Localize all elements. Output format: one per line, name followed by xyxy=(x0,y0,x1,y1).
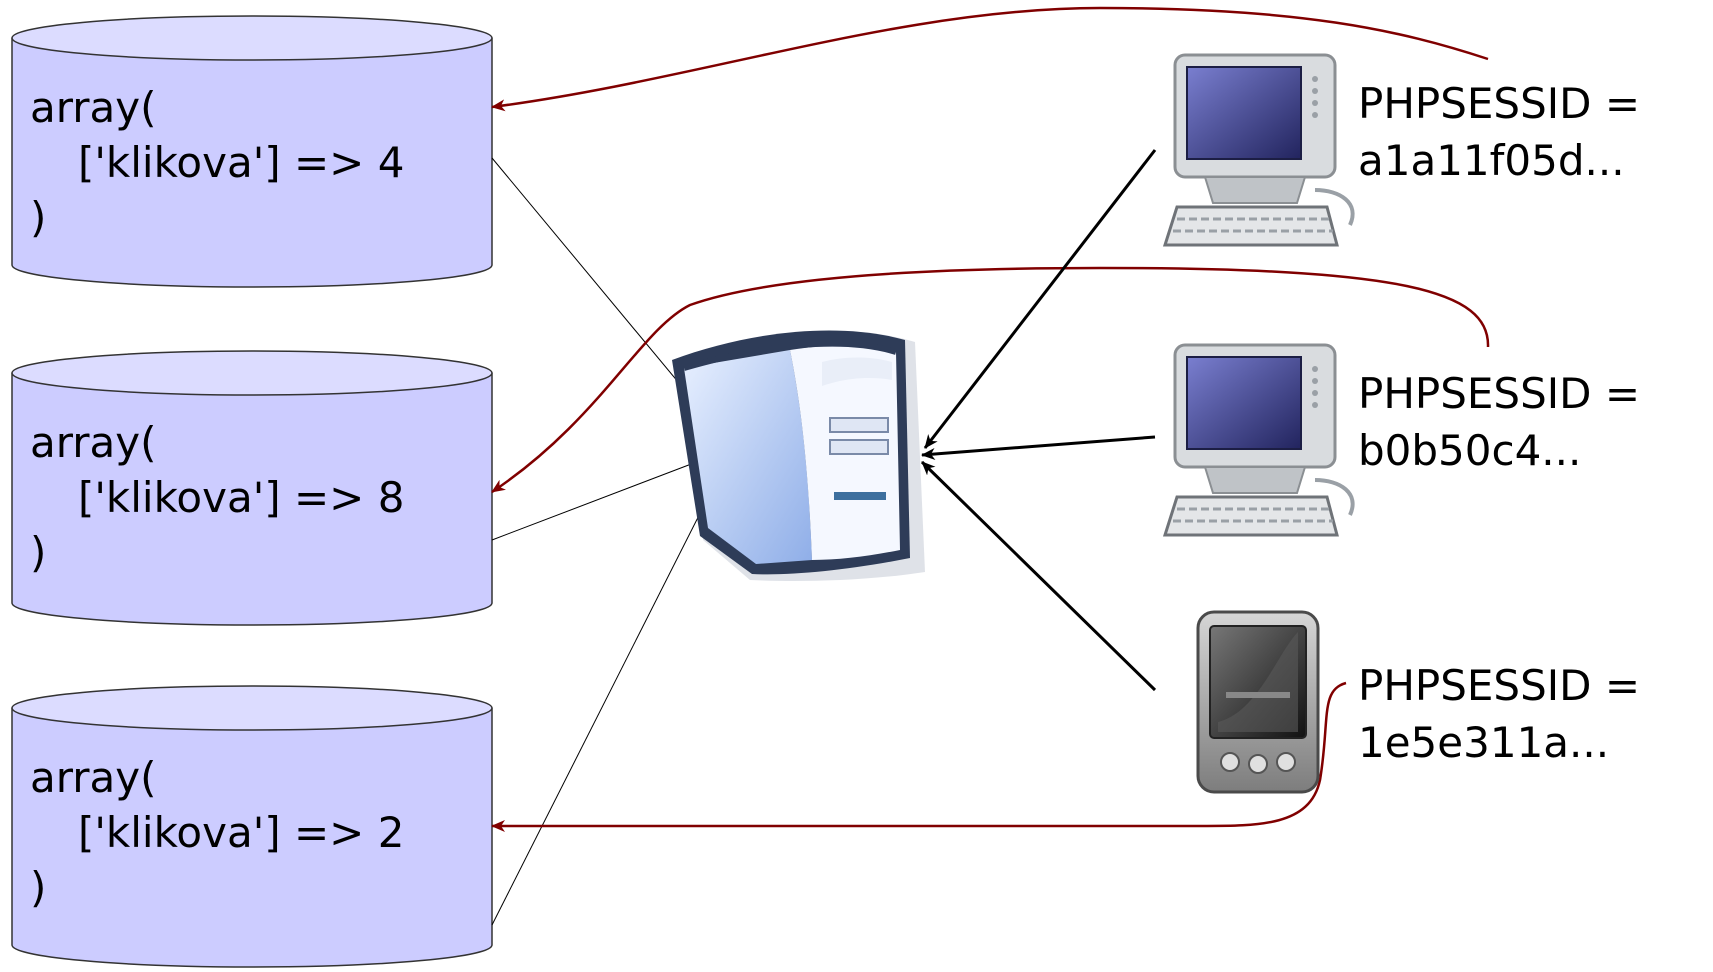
session-store-2: array( ['klikova'] => 8 ) xyxy=(11,350,493,626)
session-link-2 xyxy=(491,266,1490,494)
store-2-line-3: ) xyxy=(30,528,46,577)
pda-icon xyxy=(1196,610,1320,794)
store-1-line-3: ) xyxy=(30,193,46,242)
client-3-label-line-2: 1e5e311a... xyxy=(1358,718,1609,767)
session-link-1 xyxy=(491,6,1489,112)
server-icon xyxy=(672,330,925,582)
store-3-line-2: ['klikova'] => 2 xyxy=(78,808,404,857)
client-1-label-line-2: a1a11f05d... xyxy=(1358,136,1625,185)
store-1-line-2: ['klikova'] => 4 xyxy=(78,138,404,187)
session-link-3 xyxy=(491,681,1347,832)
store-2-line-1: array( xyxy=(30,418,157,467)
store-2-connector xyxy=(491,449,729,541)
request-arrow-1 xyxy=(923,149,1157,449)
store-3-connector xyxy=(491,457,729,926)
session-store-1: array( ['klikova'] => 4 ) xyxy=(11,15,493,288)
client-2-label-line-1: PHPSESSID = xyxy=(1358,369,1640,418)
store-3-line-3: ) xyxy=(30,863,46,912)
client-2-label-line-2: b0b50c4... xyxy=(1358,426,1581,475)
store-2-line-2: ['klikova'] => 8 xyxy=(78,473,404,522)
computer-icon xyxy=(1162,53,1355,247)
client-3-label-line-1: PHPSESSID = xyxy=(1358,661,1640,710)
computer-icon xyxy=(1162,343,1355,537)
request-arrow-2 xyxy=(921,435,1156,460)
store-3-line-1: array( xyxy=(30,753,157,802)
store-1-line-1: array( xyxy=(30,83,157,132)
client-1-label-line-1: PHPSESSID = xyxy=(1358,79,1640,128)
session-store-3: array( ['klikova'] => 2 ) xyxy=(11,685,493,968)
request-arrow-3 xyxy=(920,460,1157,692)
